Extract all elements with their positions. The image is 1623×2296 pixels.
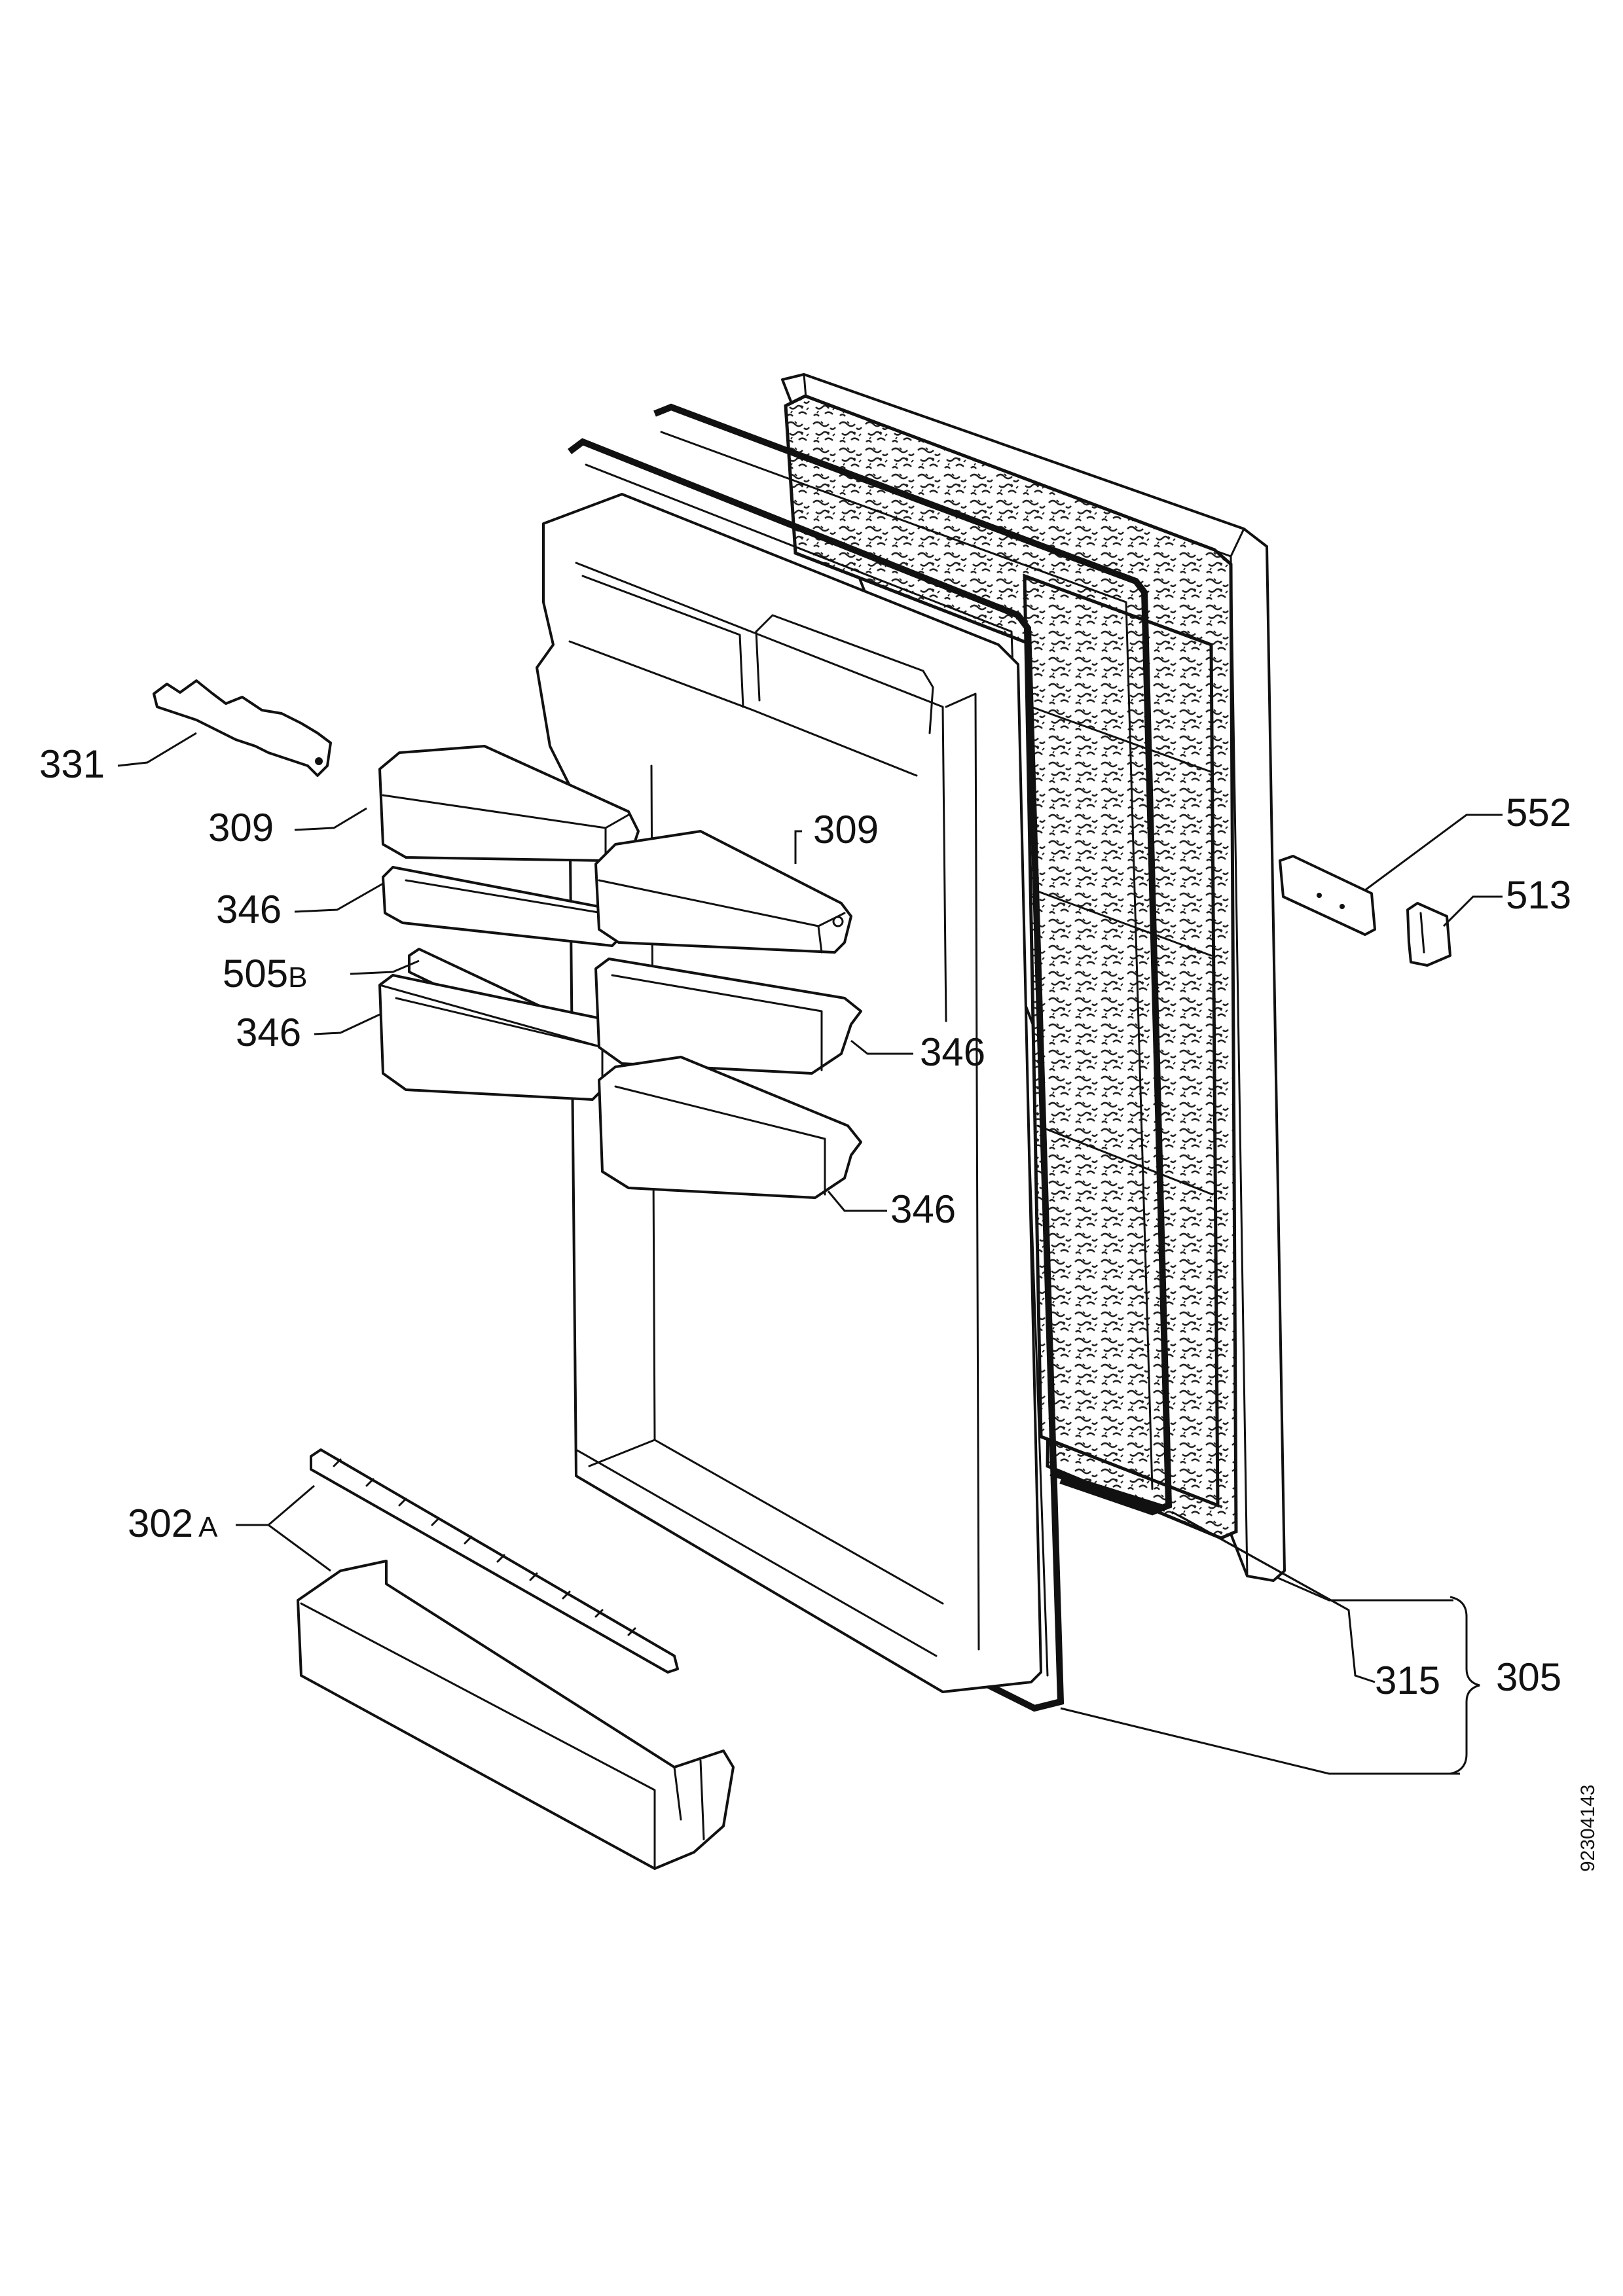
label-302-suffix: A bbox=[198, 1511, 218, 1543]
bottle-rail bbox=[310, 1448, 679, 1674]
bottom-shelf bbox=[297, 1560, 735, 1870]
label-346-right-lower: 346 bbox=[890, 1187, 956, 1231]
covered-bin-right bbox=[594, 830, 852, 954]
label-513: 513 bbox=[1506, 873, 1571, 917]
label-505: 505B bbox=[223, 952, 307, 996]
leader-lines bbox=[117, 732, 1503, 1775]
door-insulation-foam bbox=[784, 394, 1238, 1540]
label-346-lower-left: 346 bbox=[236, 1011, 301, 1054]
egg-tray bbox=[153, 679, 332, 777]
document-id: 92304143 bbox=[1577, 1785, 1599, 1872]
label-305: 305 bbox=[1496, 1655, 1561, 1699]
hinge-bracket bbox=[1406, 902, 1451, 967]
label-552: 552 bbox=[1506, 791, 1571, 834]
label-505-number: 505 bbox=[223, 952, 288, 996]
tray-right-upper bbox=[594, 958, 862, 1075]
label-331: 331 bbox=[39, 742, 105, 786]
inner-door-liner bbox=[536, 438, 1065, 1712]
label-346-upper-left: 346 bbox=[216, 888, 282, 931]
label-505-suffix: B bbox=[288, 961, 307, 994]
label-315: 315 bbox=[1375, 1659, 1440, 1702]
door-gasket bbox=[653, 403, 1173, 1516]
label-302-number: 302 bbox=[128, 1501, 193, 1545]
hinge-plate bbox=[1279, 855, 1376, 936]
label-346-right-upper: 346 bbox=[920, 1030, 985, 1074]
label-309-right: 309 bbox=[813, 808, 879, 852]
label-309-left: 309 bbox=[208, 806, 274, 850]
tray-right-lower bbox=[598, 1056, 862, 1199]
